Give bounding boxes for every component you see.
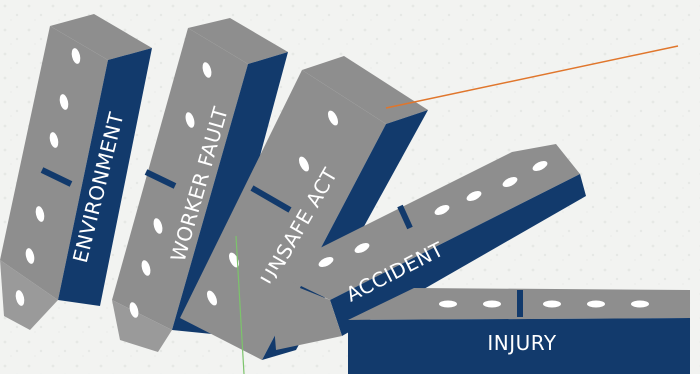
domino-injury: INJURY — [348, 288, 690, 374]
domino-label-injury: INJURY — [487, 331, 557, 355]
domino-pip — [483, 301, 501, 308]
domino-pip — [543, 301, 561, 308]
domino-pip — [631, 301, 649, 308]
domino-pip — [587, 301, 605, 308]
domino-pip — [439, 301, 457, 308]
